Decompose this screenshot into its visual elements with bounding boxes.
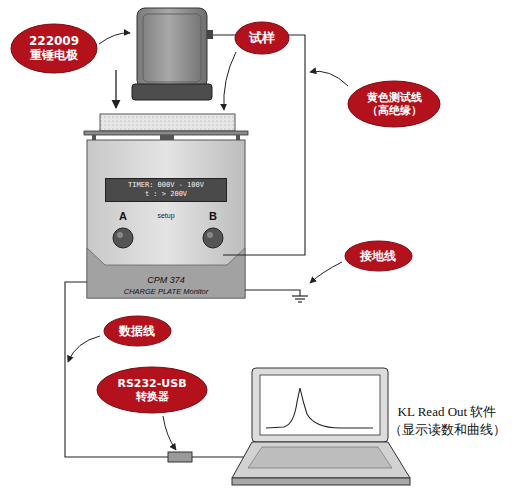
callout-ellipse xyxy=(235,22,289,54)
callout-text: 试样 xyxy=(249,30,275,46)
callout-bubble: 接地线 xyxy=(344,240,413,272)
callout-text: 222009 xyxy=(29,34,79,48)
callout-text: 转换器 xyxy=(136,390,169,403)
display-readout: TIMER: 000V - 100V xyxy=(128,181,204,190)
callout-ellipse xyxy=(97,367,207,413)
software-caption: KL Read Out 软件（显示读数和曲线） xyxy=(387,403,508,438)
leader-lines xyxy=(68,33,348,450)
press-arrow xyxy=(115,70,116,108)
hammer-electrode xyxy=(132,8,213,100)
callout-text: 重锤电极 xyxy=(30,48,78,62)
port-label: B xyxy=(209,210,217,222)
callout-text: RS232-USB xyxy=(117,377,186,390)
callout-bubble: RS232-USB转换器 xyxy=(96,366,208,414)
usb-converter xyxy=(168,452,192,462)
callout-bubble: 数据线 xyxy=(103,315,172,347)
lcd-display: TIMER: 000V - 100Vt : > 200V xyxy=(105,178,227,202)
model-label: CHARGE PLATE Monitor xyxy=(124,288,208,296)
software-label: KL Read Out 软件 xyxy=(387,403,508,421)
button-label: setup xyxy=(157,212,174,220)
model-label: CPM 374 xyxy=(147,276,185,286)
callout-text: 接地线 xyxy=(360,249,396,263)
test-wire xyxy=(213,35,305,255)
laptop xyxy=(232,368,410,485)
monitor-body xyxy=(87,140,245,298)
callout-text: （高绝缘） xyxy=(367,104,422,117)
port-label: A xyxy=(119,210,127,222)
callout-bubble: 试样 xyxy=(234,21,290,55)
callout-text: 黄色测试线 xyxy=(367,91,422,104)
callout-text: 数据线 xyxy=(119,324,155,338)
callout-ellipse xyxy=(104,316,171,346)
callout-ellipse xyxy=(348,81,440,127)
software-label: （显示读数和曲线） xyxy=(387,421,508,439)
ground-symbol xyxy=(245,290,308,302)
callout-bubble: 222009重锤电极 xyxy=(10,23,98,74)
display-readout: t : > 200V xyxy=(145,190,187,199)
monitor-panel: TIMER: 000V - 100Vt : > 200V A BsetupCPM 3… xyxy=(87,140,245,298)
callout-bubble: 黄色测试线（高绝缘） xyxy=(347,80,441,128)
callout-ellipse xyxy=(11,24,97,73)
usb-cable xyxy=(192,456,244,457)
sample xyxy=(100,114,235,131)
callout-ellipse xyxy=(345,241,412,271)
